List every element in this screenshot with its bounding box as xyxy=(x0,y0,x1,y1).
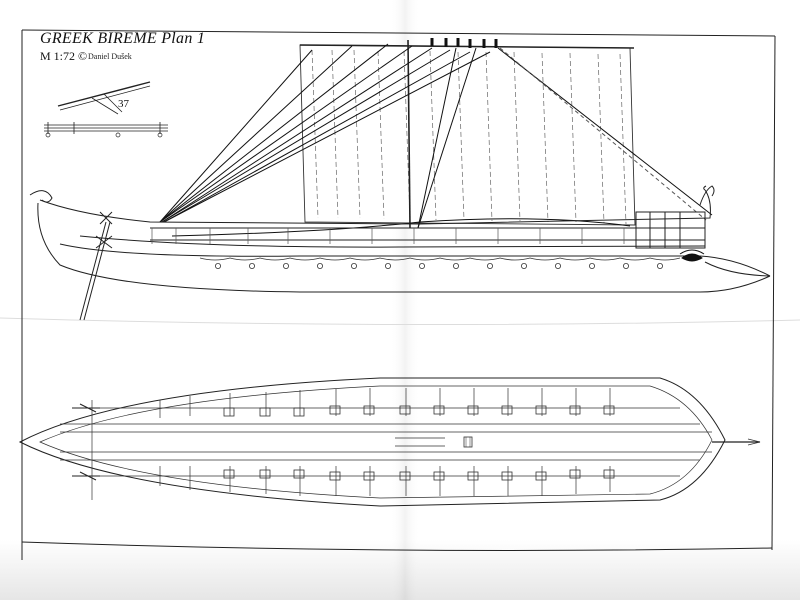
side-view xyxy=(29,38,771,321)
hull xyxy=(29,185,771,293)
border-bottom xyxy=(21,541,773,551)
yard-blocks xyxy=(430,38,498,48)
sail xyxy=(299,44,636,226)
plan-author: Daniel Dušek xyxy=(88,52,132,61)
part-number-label: 37 xyxy=(118,98,129,110)
plan-scale: M 1:72 © xyxy=(40,49,88,63)
border-right xyxy=(771,35,776,551)
horizontal-fold xyxy=(0,317,800,326)
prow-eye-icon xyxy=(679,249,705,262)
top-view xyxy=(18,377,761,507)
border-top xyxy=(21,29,776,37)
oar-ports xyxy=(199,257,681,269)
rigging xyxy=(159,43,713,237)
steering-oar xyxy=(79,211,113,321)
rudder-oar-detail-icon xyxy=(44,81,168,138)
mast xyxy=(407,39,411,229)
plan-title: GREEK BIREME Plan 1 xyxy=(40,30,206,47)
